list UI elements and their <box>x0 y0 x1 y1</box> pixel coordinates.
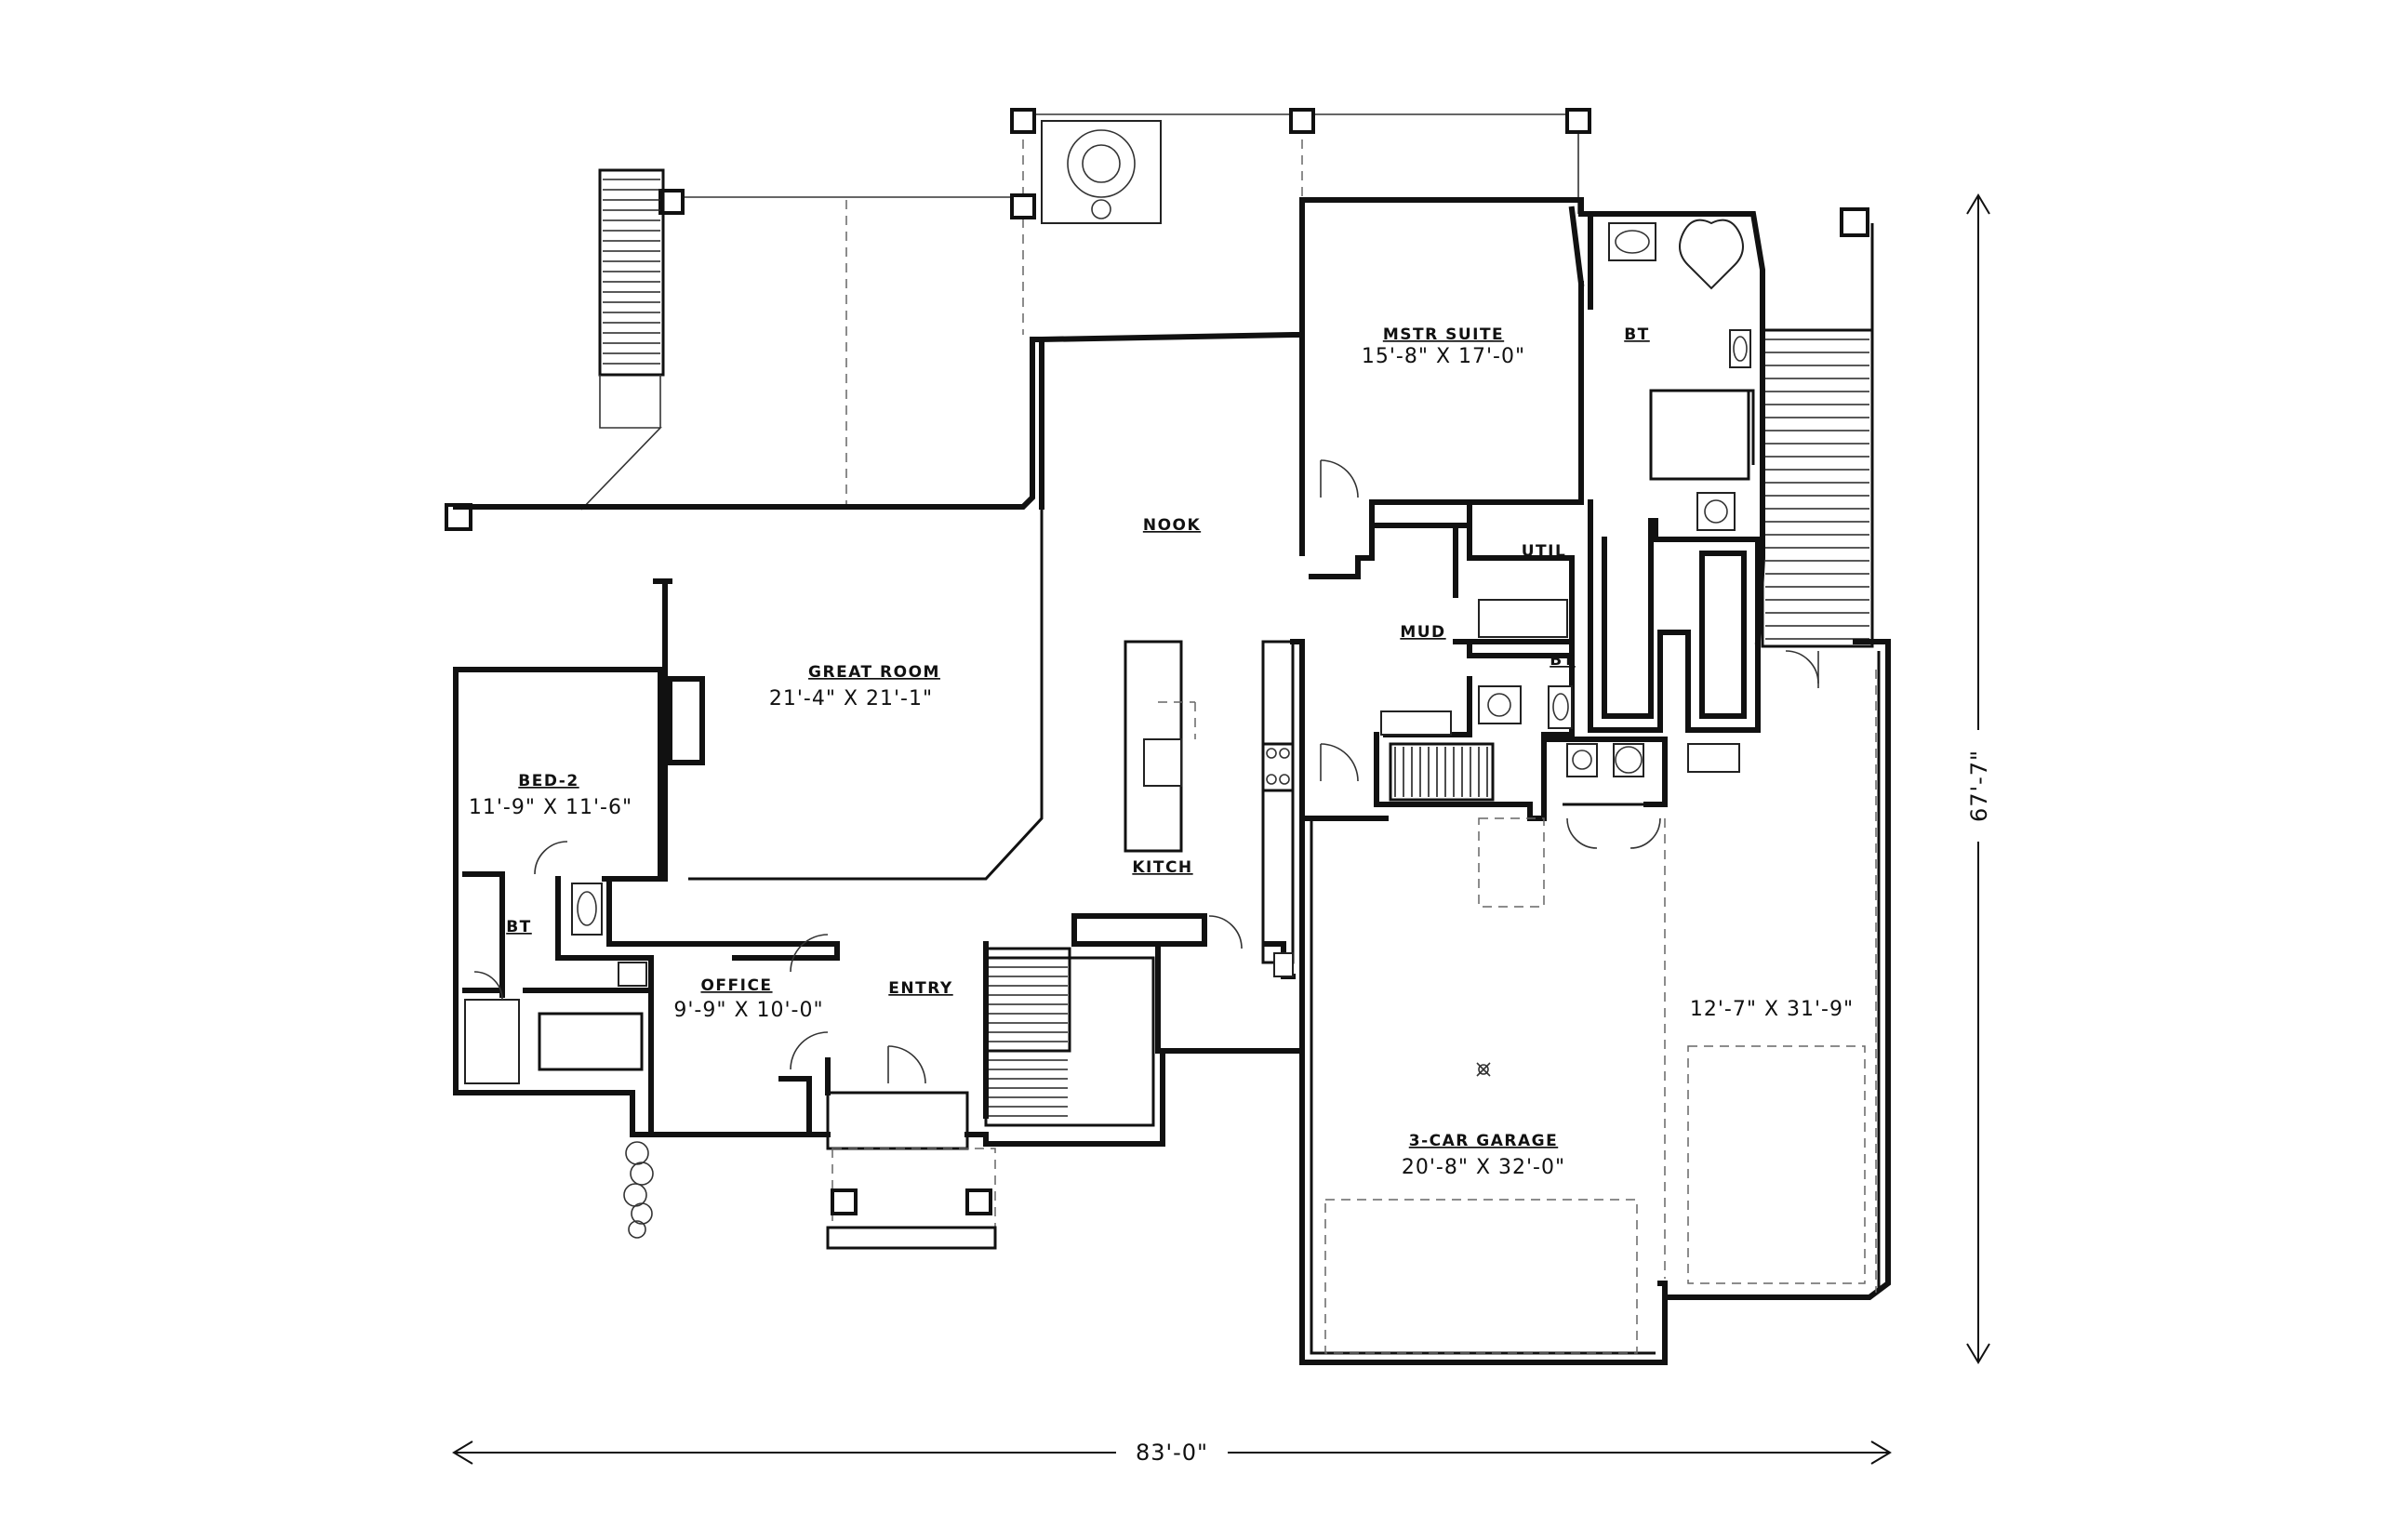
label-entry: ENTRY <box>888 979 952 998</box>
deck-stairs-right <box>1761 223 1874 648</box>
label-bath2: BT <box>506 918 532 936</box>
dims-great-room: 21'-4" X 21'-1" <box>769 687 933 710</box>
overall-depth-dimension: 67'-7" <box>1962 193 1994 1364</box>
label-bath-mud: BT <box>1550 651 1576 670</box>
interior-walls <box>453 211 1761 1137</box>
room-labels: MSTR SUITE 15'-8" X 17'-0" BT NOOK UTIL … <box>469 325 1854 1179</box>
interior-stairs <box>984 742 1545 1053</box>
dims-bed2: 11'-9" X 11'-6" <box>469 796 632 819</box>
deck-stairs-left <box>580 168 665 511</box>
door-swings <box>473 459 1819 1084</box>
overall-depth-label: 67'-7" <box>1966 750 1992 822</box>
front-porch <box>623 956 1155 1250</box>
label-util: UTIL <box>1522 542 1567 561</box>
label-office: OFFICE <box>700 976 772 995</box>
bath-fixtures <box>571 219 1751 987</box>
overall-width-dimension: 83'-0" <box>452 1437 1892 1467</box>
label-bed2: BED-2 <box>518 772 579 790</box>
dims-garage-bay: 12'-7" X 31'-9" <box>1690 998 1854 1021</box>
label-garage: 3-CAR GARAGE <box>1409 1132 1558 1150</box>
dims-master-suite: 15'-8" X 17'-0" <box>1362 345 1525 368</box>
label-nook: NOOK <box>1143 516 1201 535</box>
overall-width-label: 83'-0" <box>1136 1440 1208 1466</box>
label-master-suite: MSTR SUITE <box>1383 325 1504 344</box>
dims-office: 9'-9" X 10'-0" <box>673 999 823 1022</box>
exterior-walls <box>453 197 1765 1150</box>
garage <box>1299 639 1891 1365</box>
kitchen-fixtures <box>1124 640 1295 977</box>
label-mud: MUD <box>1400 623 1445 642</box>
hot-tub <box>1041 120 1162 224</box>
dims-garage: 20'-8" X 32'-0" <box>1402 1156 1565 1179</box>
label-master-bath: BT <box>1624 325 1650 344</box>
label-great-room: GREAT ROOM <box>808 663 940 682</box>
label-kitchen: KITCH <box>1132 858 1192 877</box>
